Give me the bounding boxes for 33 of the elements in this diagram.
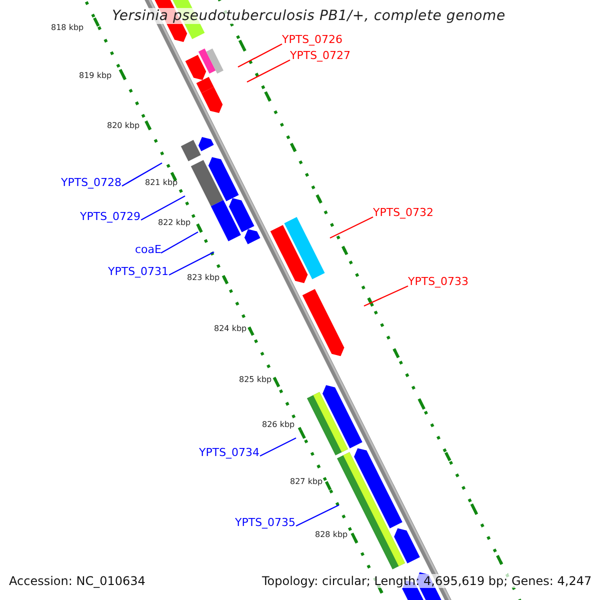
scale-label: 825 kbp	[239, 375, 272, 384]
leader-line	[296, 504, 340, 527]
leader-line	[122, 162, 162, 187]
leader-line	[140, 195, 186, 221]
leader-line	[330, 216, 374, 239]
scale-label: 821 kbp	[145, 178, 178, 187]
gene-label: YPTS_0735	[235, 516, 296, 529]
gene-label: YPTS_0727	[290, 49, 351, 62]
scale-label: 826 kbp	[262, 420, 295, 429]
gene-label: coaE	[135, 243, 162, 256]
scale-label: 827 kbp	[290, 477, 323, 486]
leader-line	[246, 59, 290, 83]
scale-label: 818 kbp	[51, 23, 84, 32]
scale-label: 820 kbp	[107, 121, 140, 130]
genome-info-label: Topology: circular; Length: 4,695,619 bp; Genes: 4,247	[262, 574, 592, 588]
gene-label: YPTS_0726	[282, 33, 343, 46]
scale-label: 819 kbp	[79, 71, 112, 80]
scale-label: 828 kbp	[315, 530, 348, 539]
gene-label: YPTS_0734	[199, 446, 260, 459]
gene-label: YPTS_0728	[61, 176, 122, 189]
leader-line	[364, 285, 408, 307]
leader-line	[238, 43, 282, 68]
leader-line	[168, 251, 214, 276]
scale-label: 823 kbp	[187, 273, 220, 282]
scale-label: 824 kbp	[214, 324, 247, 333]
gene-label: YPTS_0729	[80, 210, 141, 223]
leader-line	[260, 437, 296, 457]
scale-label: 822 kbp	[158, 218, 191, 227]
leader-line	[160, 231, 198, 254]
gene-label: YPTS_0733	[408, 275, 469, 288]
gene-label: YPTS_0732	[373, 206, 434, 219]
gene-label: YPTS_0731	[108, 265, 169, 278]
accession-label: Accession: NC_010634	[9, 574, 146, 588]
